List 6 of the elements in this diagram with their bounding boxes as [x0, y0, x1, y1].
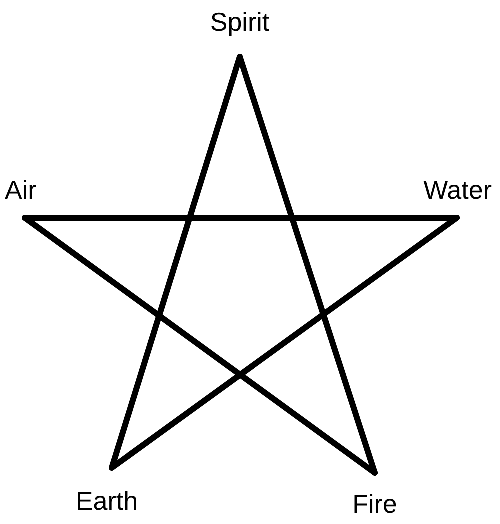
point-label: Fire	[335, 473, 415, 519]
point-label: Water	[380, 176, 492, 218]
star-line	[237, 54, 378, 476]
point-label: Air	[5, 176, 75, 218]
point-label: Earth	[52, 468, 162, 516]
point-label: Spirit	[190, 8, 290, 57]
